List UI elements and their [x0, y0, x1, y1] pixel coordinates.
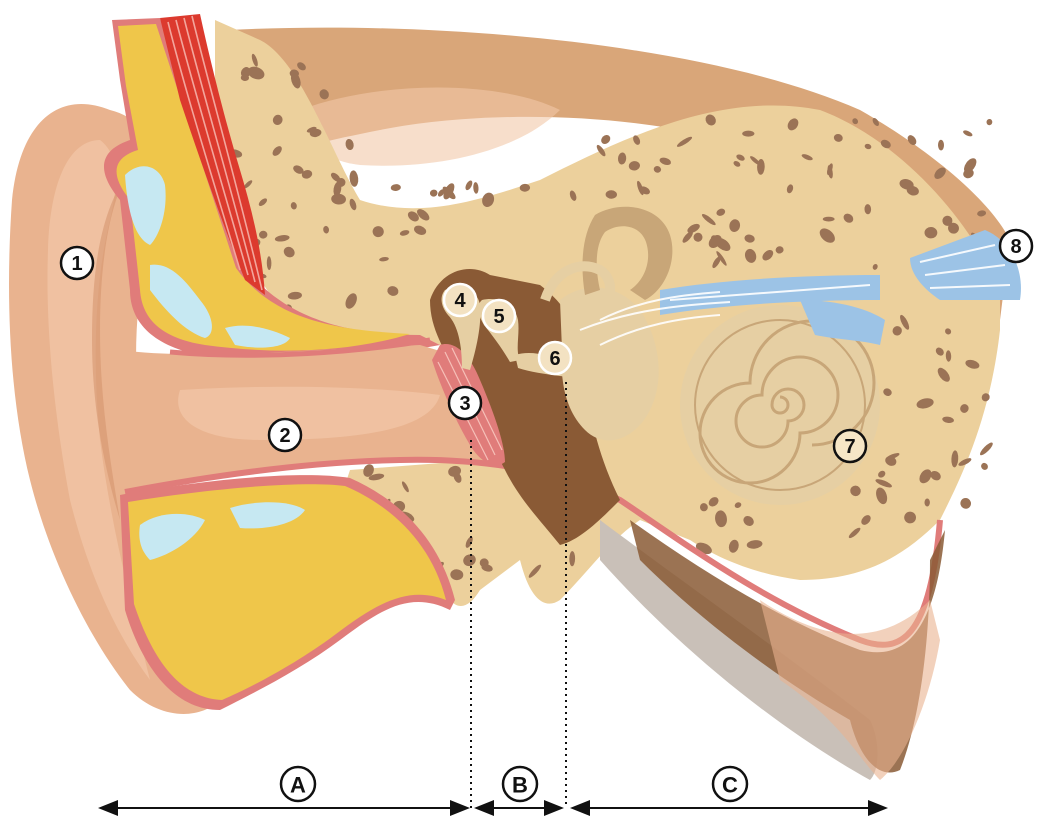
label-5-text: 5 — [493, 306, 504, 328]
label-4: 4 — [444, 284, 476, 316]
label-4-text: 4 — [454, 290, 466, 312]
section-A: A — [281, 767, 315, 801]
label-2-text: 2 — [279, 425, 290, 447]
bone-pore — [390, 184, 401, 192]
label-6-text: 6 — [549, 348, 560, 370]
temporal-tissue-highlight — [300, 88, 560, 166]
arrow-B — [474, 800, 564, 816]
label-3: 3 — [449, 387, 481, 419]
bone-pore — [742, 131, 754, 137]
label-3-text: 3 — [459, 393, 470, 415]
label-8-text: 8 — [1010, 236, 1021, 258]
bone-pore — [823, 217, 835, 222]
section-B: B — [503, 767, 537, 801]
bone-pore — [938, 140, 944, 151]
arrow-A — [98, 800, 470, 816]
bone-pore — [464, 179, 474, 191]
label-8: 8 — [1000, 230, 1032, 262]
section-A-text: A — [290, 773, 306, 798]
bone-pore — [959, 497, 972, 510]
label-7-text: 7 — [844, 436, 855, 458]
label-5: 5 — [483, 300, 515, 332]
label-7: 7 — [834, 430, 866, 462]
label-2: 2 — [269, 419, 301, 451]
section-B-text: B — [512, 773, 528, 798]
section-C-text: C — [722, 773, 738, 798]
bone-pore — [473, 182, 479, 194]
arrow-C — [570, 800, 888, 816]
label-1-text: 1 — [71, 253, 82, 275]
label-1: 1 — [61, 247, 93, 279]
bone-pore — [978, 441, 994, 457]
bone-pore — [986, 119, 993, 126]
label-6: 6 — [539, 342, 571, 374]
section-C: C — [713, 767, 747, 801]
bone-pore — [962, 129, 973, 137]
bone-pore — [599, 133, 612, 146]
bone-pore — [980, 462, 990, 472]
bone-pore — [429, 189, 438, 198]
